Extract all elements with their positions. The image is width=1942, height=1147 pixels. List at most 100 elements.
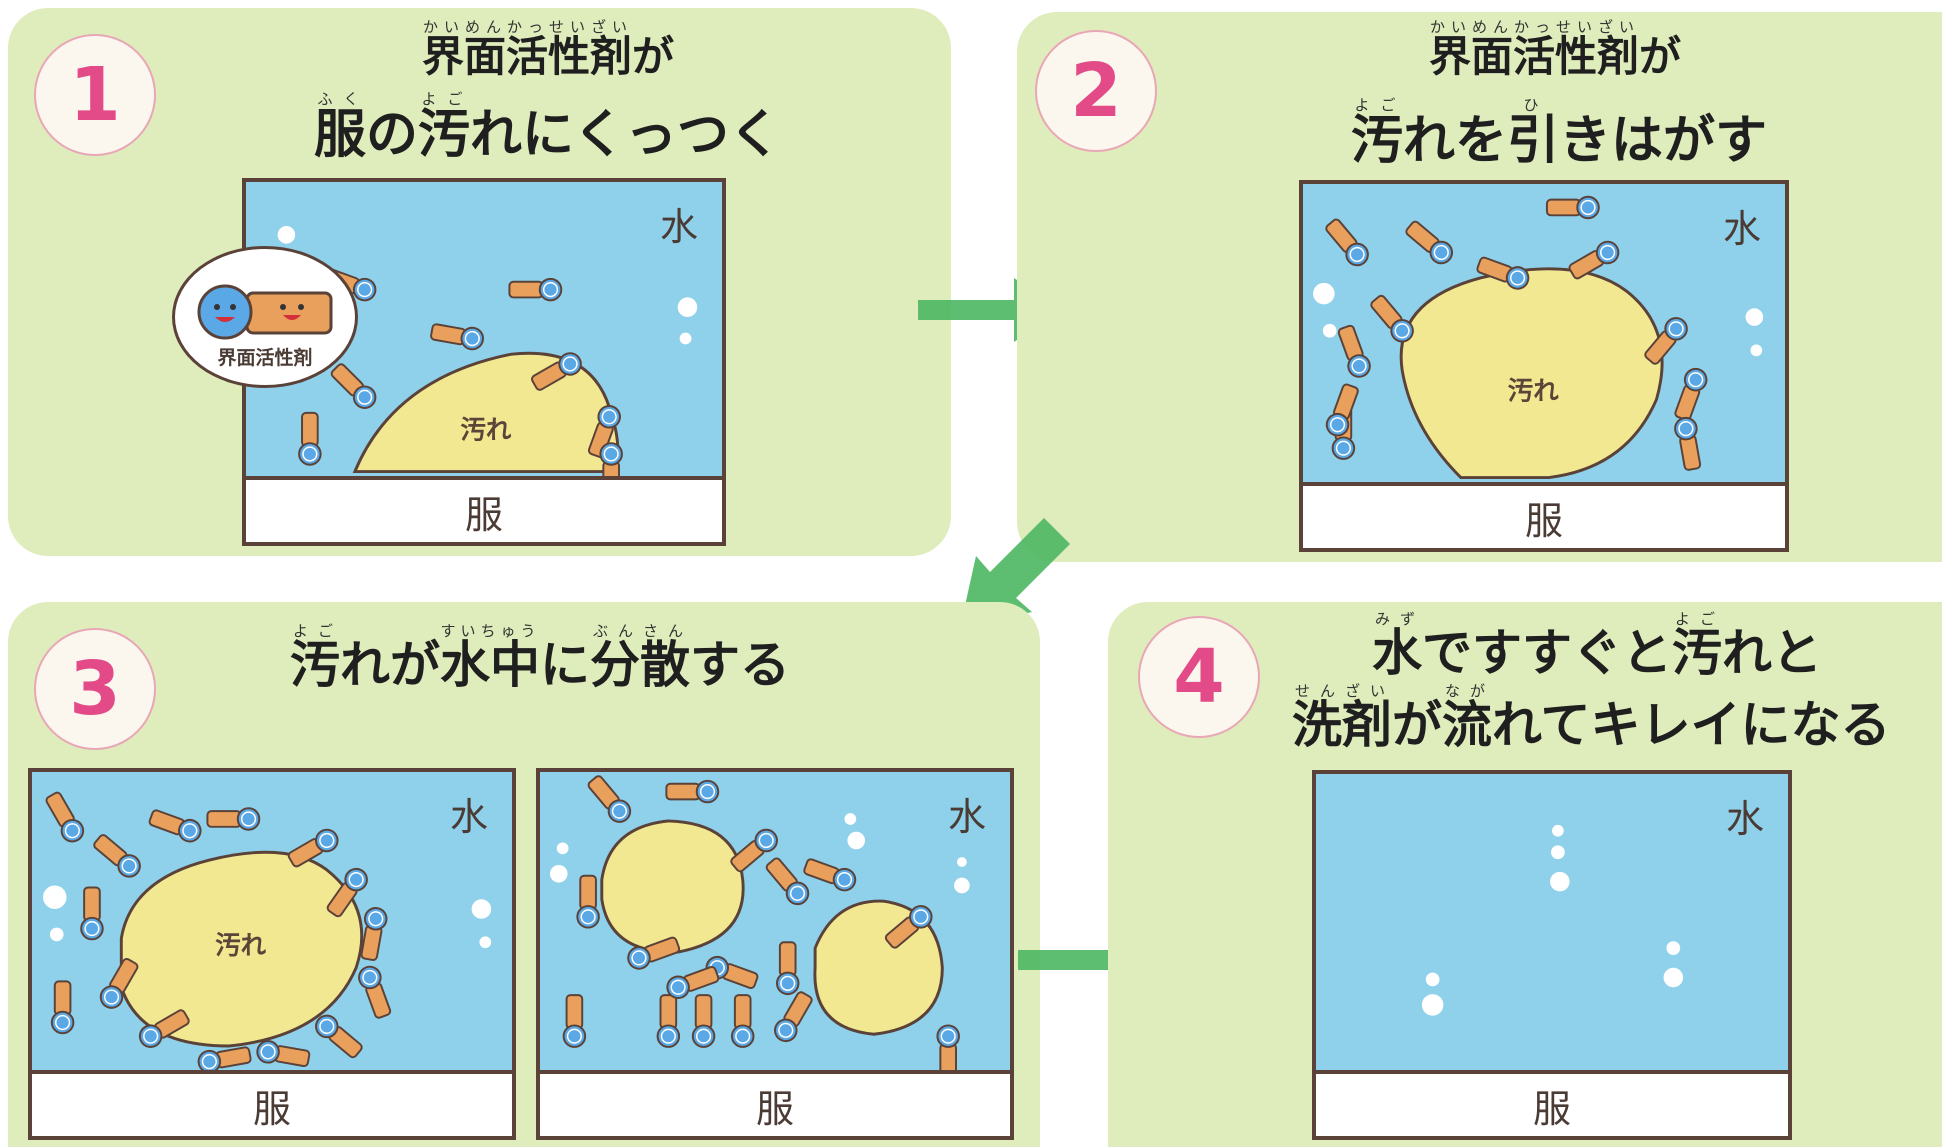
surfactant-molecule [531,352,582,391]
air-bubble [844,813,857,825]
step-number-badge: 4 [1138,616,1260,738]
air-bubble [277,226,296,244]
dirt-label: 汚れ [461,414,512,444]
surfactant-molecule [656,994,681,1048]
air-bubble [1313,282,1335,305]
dirt-blob [1399,267,1664,480]
ruby-segment: 汚よご [418,90,471,165]
dirt-blob [119,850,364,1048]
title-text-segment: する [690,636,790,694]
surfactant-molecule [80,886,104,941]
air-bubble [471,899,492,919]
step-4-panel: 4 水みずですすぐと汚よごれと 洗剤せんざいが流ながれてキレイになる 水 服 [1108,602,1942,1147]
surfactant-molecule [562,994,587,1048]
air-bubble [1322,323,1337,338]
furigana: ひ [1507,96,1560,114]
cloth-strip: 服 [246,476,722,542]
surfactant-molecule [326,867,368,918]
surfactant-molecule [1405,220,1453,265]
surfactant-molecule [587,405,621,458]
water-label: 水 [1722,207,1761,251]
surfactant-molecule [287,828,339,868]
surfactant-molecule [765,857,810,906]
cloth-label: 服 [755,1086,794,1131]
title-text-segment: の [366,105,419,165]
air-bubble [43,885,67,909]
surfactant-molecule [1370,294,1414,343]
cloth-label: 服 [1524,498,1563,543]
scene-svg: 汚れ [277,226,698,497]
title-text-segment: に [540,636,590,694]
ruby-segment: 界面活性剤かいめんかっせいざい [422,18,633,81]
scene-svg: 汚れ [1313,195,1764,480]
scene-svg [1421,824,1684,1016]
air-bubble [1421,994,1444,1016]
surfactant-molecule [730,994,755,1048]
surfactant-molecule [298,411,322,466]
ruby-segment: 汚よご [1672,610,1722,682]
surfactant-molecule [99,958,139,1009]
air-bubble [1551,845,1565,860]
surfactant-molecule [93,834,141,878]
furigana: ふく [314,90,367,108]
surfactant-molecule [50,980,75,1035]
ruby-segment: 洗剤せんざい [1292,682,1392,754]
ruby-segment: 水みず [1372,610,1422,682]
ruby-segment: 引ひ [1507,96,1560,171]
surfactant-molecule [1644,317,1688,365]
surfactant-molecule [508,277,563,302]
furigana: よご [1672,610,1722,628]
air-bubble [847,831,866,850]
air-bubble [1663,967,1684,988]
air-bubble [679,332,692,345]
title-text-segment: れにくっつく [470,105,782,165]
furigana: かいめんかっせいざい [422,18,633,36]
furigana: せんざい [1292,682,1392,700]
title-text-segment: が [1639,32,1682,81]
ruby-segment: 服ふく [314,90,367,165]
ruby-segment: 汚よご [1351,96,1404,171]
surfactant-molecule [730,828,778,873]
water-label: 水 [947,795,986,839]
water-container: 汚れ 水 服 [242,178,726,546]
surfactant-molecule [1325,383,1359,437]
title-text-segment: きはがす [1559,111,1768,171]
step-number-badge: 1 [34,34,156,156]
step-title-line-1: 水みずですすぐと汚よごれと [1372,610,1822,685]
surfactant-molecule [1568,240,1620,280]
surfactant-molecule [576,874,600,929]
title-text-segment: ですすぐと [1422,624,1672,682]
furigana: よご [290,622,340,640]
surfactant-molecule [45,791,85,843]
surfactant-molecule [665,779,720,804]
air-bubble [556,842,569,855]
surfactant-molecule [148,809,202,843]
surfactant-molecule [358,965,392,1019]
surfactant-legend-label: 界面活性剤 [217,347,313,369]
step-2-panel: 2 界面活性剤かいめんかっせいざいが 汚よごれを引ひきはがす 汚れ 水 服 [1017,12,1942,562]
step-title-line-1: 汚よごれが水中すいちゅうに分散ぶんさんする [290,622,790,697]
water-container: 汚れ 水 服 [1299,180,1789,552]
air-bubble [957,857,967,867]
arrow-down-left-icon [960,518,1070,628]
surfactant-molecule [627,936,681,970]
surfactant-molecule [803,858,857,892]
furigana: なが [1442,682,1492,700]
water-label: 水 [1725,797,1764,841]
step-number-badge: 2 [1035,30,1157,152]
surfactant-molecule [315,1014,363,1059]
title-text-segment: が [1392,696,1442,754]
title-text-segment: れが [340,636,440,694]
surfactant-molecule [1337,324,1371,378]
surfactant-molecule [884,905,933,949]
title-text-segment: れてキレイになる [1492,696,1891,754]
air-bubble [1550,871,1570,892]
surfactant-group [45,791,392,1074]
air-bubble [1745,308,1764,326]
surfactant-molecule [430,323,484,351]
step-title-line-1: 界面活性剤かいめんかっせいざいが [422,18,674,84]
water-container: 汚れ 水 服 [28,768,516,1140]
water-label: 水 [659,205,698,249]
surfactant-molecule [691,994,716,1048]
furigana: かいめんかっせいざい [1429,18,1640,36]
